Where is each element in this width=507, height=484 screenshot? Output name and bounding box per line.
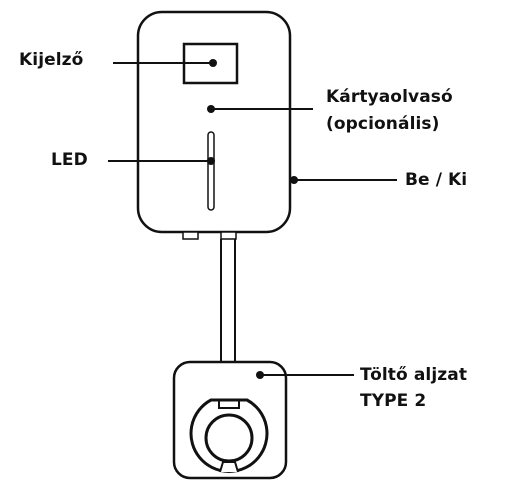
socket-inner-ring [204,413,254,463]
label-display: Kijelző [19,50,84,70]
bottom-connector-right [220,231,237,240]
label-socket: Töltő aljzat [360,365,468,385]
dot-display [209,59,217,67]
charger-body [136,10,292,234]
dot-led [207,157,215,165]
bottom-connector-left [182,231,199,240]
label-led: LED [51,150,88,170]
led-strip [207,131,215,211]
label-power: Be / Ki [405,170,468,190]
socket-latch [219,461,239,473]
label-card-reader: Kártyaolvasó [326,87,453,107]
label-card-reader-optional: (opcionális) [326,114,440,134]
socket-top-notch [218,400,240,409]
label-socket-type: TYPE 2 [360,391,427,411]
